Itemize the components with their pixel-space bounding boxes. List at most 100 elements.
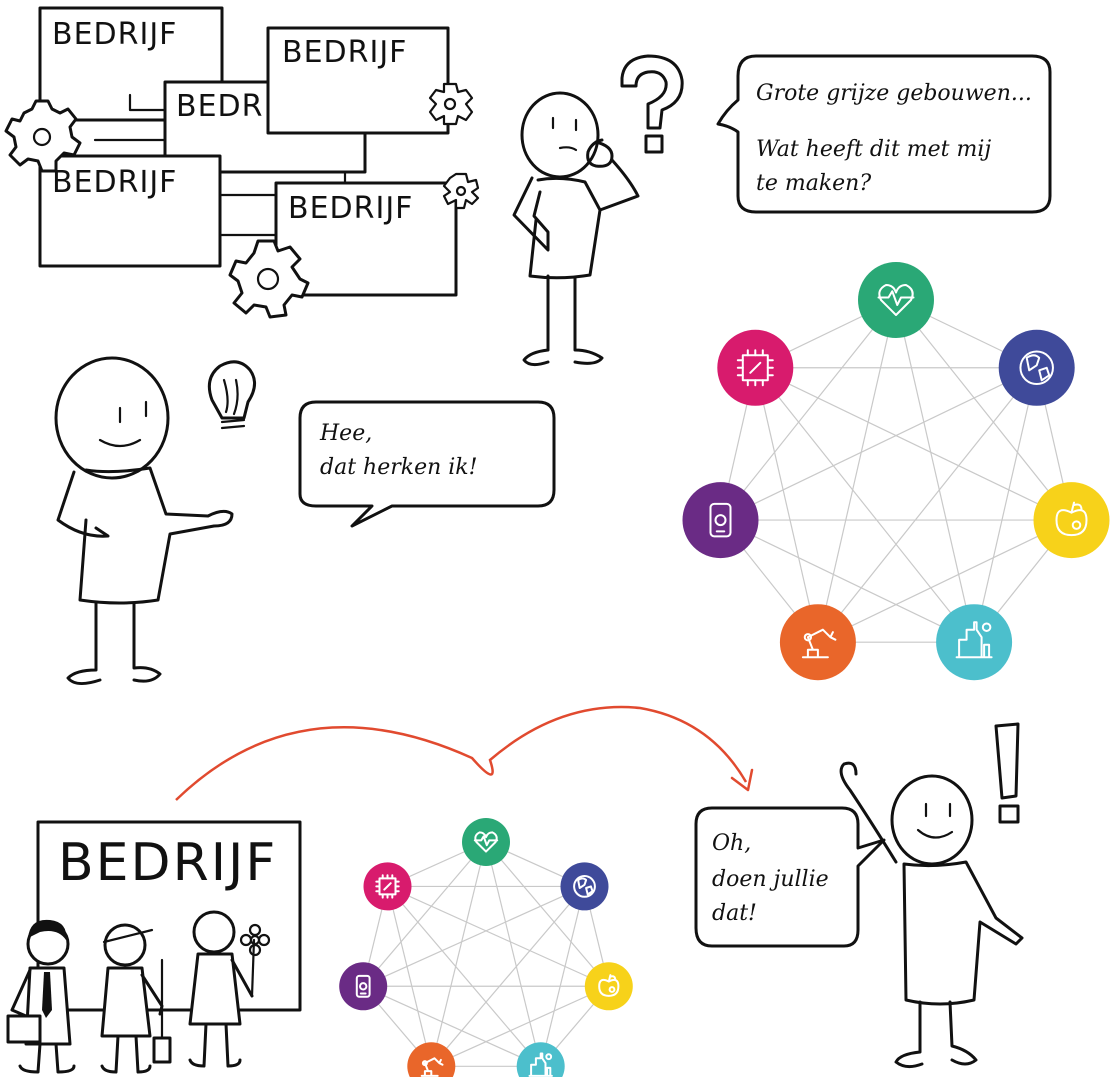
- network-node-globe: [560, 862, 609, 911]
- question-mark-icon: ?: [620, 54, 684, 154]
- network-link: [362, 985, 541, 1067]
- company-box: [266, 26, 450, 135]
- network-link: [720, 367, 1037, 521]
- thinking-person: [512, 91, 640, 367]
- network-node-circle: [998, 329, 1075, 406]
- speech-bubble-recognize: Hee, dat herken ik!: [298, 400, 556, 528]
- network-link: [485, 841, 610, 987]
- network-link: [973, 367, 1038, 643]
- network-node-circle: [936, 604, 1013, 681]
- network-link: [431, 985, 610, 1067]
- network-node-heart-pulse: [462, 818, 510, 866]
- company-box: [38, 6, 224, 122]
- network-link: [817, 367, 1038, 643]
- network-link: [430, 841, 487, 1067]
- company-box-label: BEDRIJF: [52, 165, 177, 200]
- company-box-label: BEDRIJF: [52, 17, 177, 52]
- company-box-label: BEDRIJF: [288, 191, 413, 226]
- network-node-chip: [363, 862, 412, 911]
- heart-pulse-icon: [473, 831, 499, 853]
- network-node-circle: [560, 862, 609, 911]
- network-link: [895, 299, 1072, 521]
- robot-arm-icon: [420, 1057, 444, 1077]
- company-box: [274, 181, 458, 297]
- businessman-figure: [6, 919, 76, 1074]
- network-node-circle: [779, 604, 856, 681]
- network-link: [362, 841, 487, 987]
- bubble-realize-line-3: dat!: [712, 901, 757, 926]
- network-link: [540, 886, 586, 1067]
- exclamation-mark-icon: !: [994, 722, 1020, 824]
- company-box-big-label: BEDRIJF: [58, 833, 277, 893]
- network-node-smartphone: [682, 482, 759, 559]
- gear-icon: [428, 82, 474, 126]
- network-link: [754, 367, 975, 643]
- robot-arm-icon: [801, 628, 837, 659]
- network-node-circle: [1033, 482, 1110, 559]
- network-link: [387, 885, 610, 987]
- network-link: [430, 886, 585, 1067]
- bubble-recognize-line-2: dat herken ik!: [320, 455, 477, 480]
- arrow-head-icon: [730, 768, 754, 792]
- gear-icon: [228, 239, 310, 319]
- network-node-circle: [339, 962, 388, 1011]
- bubble-realize-line-2: doen jullie: [712, 867, 829, 892]
- network-link: [754, 367, 819, 643]
- network-node-globe: [998, 329, 1075, 406]
- network-link: [817, 299, 897, 643]
- network-link: [362, 885, 585, 987]
- network-node-apple: [584, 962, 633, 1011]
- speech-bubble-realize: Oh, doen jullie dat!: [694, 806, 886, 948]
- network-node-robot-arm: [779, 604, 856, 681]
- smiling-person: [54, 356, 234, 685]
- bubble-realize-line-1: Oh,: [712, 831, 751, 856]
- chip-icon: [375, 874, 400, 899]
- arrow-path: [175, 705, 754, 801]
- network-link: [720, 519, 975, 643]
- apple-icon: [1055, 501, 1088, 537]
- flower-icon: [239, 923, 271, 957]
- company-boxes-group: BEDRIJF BEDR BEDRIJF BEDRIJF BEDRIJF: [4, 6, 480, 319]
- network-link: [720, 299, 897, 521]
- city-skyline-icon: [528, 1052, 553, 1077]
- network-node-city-skyline: [516, 1042, 565, 1077]
- network-links: [719, 299, 1073, 643]
- sector-network-small: [339, 818, 633, 1077]
- globe-icon: [573, 875, 596, 898]
- bubble-recognize-line-1: Hee,: [319, 421, 372, 446]
- network-link: [387, 886, 542, 1067]
- network-node-circle: [516, 1042, 565, 1077]
- bubble-question-line-1: Grote grijze gebouwen...: [756, 81, 1032, 106]
- city-skyline-icon: [955, 621, 993, 659]
- lightbulb-icon: [207, 360, 256, 430]
- smartphone-icon: [355, 974, 371, 998]
- company-box-label: BEDR: [176, 89, 263, 124]
- heart-pulse-icon: [877, 284, 915, 316]
- network-node-chip: [717, 329, 794, 406]
- chip-icon: [736, 349, 774, 387]
- bubble-question-line-3: te maken?: [756, 171, 871, 196]
- gardener-figure: [188, 910, 271, 1068]
- network-node-apple: [1033, 482, 1110, 559]
- network-node-heart-pulse: [858, 262, 934, 338]
- network-node-circle: [584, 962, 633, 1011]
- company-box-big: [36, 820, 302, 1012]
- globe-icon: [1019, 350, 1054, 386]
- speech-bubble-question: Grote grijze gebouwen... Wat heeft dit m…: [716, 54, 1052, 214]
- company-box-label: BEDRIJF: [282, 35, 407, 70]
- network-node-city-skyline: [936, 604, 1013, 681]
- company-box: [38, 154, 222, 268]
- gear-icon: [4, 99, 82, 173]
- network-links: [362, 841, 610, 1067]
- company-with-people: BEDRIJF: [6, 820, 302, 1074]
- network-link: [817, 519, 1072, 643]
- worker-figure: [100, 923, 172, 1074]
- network-link: [895, 299, 975, 643]
- sector-network-large: [682, 262, 1110, 681]
- smartphone-icon: [709, 502, 732, 538]
- network-node-robot-arm: [407, 1042, 456, 1077]
- network-link: [485, 841, 542, 1067]
- network-node-circle: [682, 482, 759, 559]
- network-link: [755, 367, 1072, 521]
